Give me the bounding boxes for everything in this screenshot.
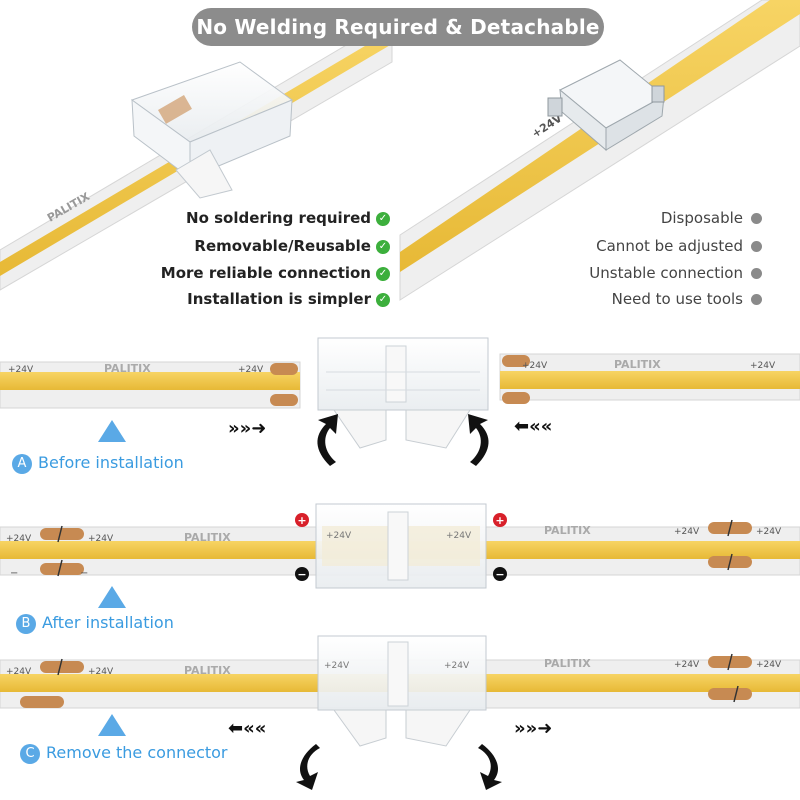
bullet-dot-icon	[751, 294, 762, 305]
strip-voltage-label: +24V	[674, 660, 700, 670]
step-a-label: A Before installation	[12, 452, 184, 474]
triangle-marker-icon	[98, 714, 126, 736]
positive-sign: +	[297, 514, 306, 527]
pull-arrow-left-icon: ⬅««	[228, 718, 266, 739]
bullet-dot-icon	[751, 241, 762, 252]
strip-voltage-label: +24V	[88, 534, 114, 544]
advantage-text: No soldering required	[186, 209, 371, 227]
positive-pole-icon	[295, 513, 309, 527]
clip-connector-tool-required	[547, 59, 665, 152]
strip-voltage-label: +24V	[444, 661, 470, 671]
strip-voltage-label: +24V	[756, 527, 782, 537]
row-c-illustration: +24V +24V +24V +24V PALITIX PALITIX +24V…	[0, 635, 800, 790]
clear-connector	[317, 337, 489, 449]
disadvantage-item: Unstable connection	[589, 261, 762, 285]
strip-brand-label: PALITIX	[184, 664, 231, 677]
clear-connector: +24V +24V	[315, 503, 487, 589]
strip-voltage-label: +24V	[6, 534, 32, 544]
step-text: After installation	[42, 613, 174, 632]
disadvantage-text: Need to use tools	[611, 290, 743, 308]
positive-pole-icon	[493, 513, 507, 527]
row-a-illustration: +24V +24V PALITIX +24V +24V PALITIX »»➜ …	[0, 337, 800, 466]
strip-voltage-label: +24V	[326, 531, 352, 541]
triangle-marker-icon	[98, 586, 126, 608]
strip-brand-label: PALITIX	[104, 362, 151, 375]
advantage-text: More reliable connection	[160, 264, 371, 282]
push-arrow-right-icon: »»➜	[228, 418, 266, 439]
pull-arrow-right-icon: »»➜	[514, 718, 552, 739]
disadvantage-item: Cannot be adjusted	[596, 234, 762, 258]
check-icon: ✓	[376, 292, 390, 307]
negative-sign: −	[495, 568, 504, 581]
strip-voltage-label: +24V	[756, 660, 782, 670]
disadvantage-text: Unstable connection	[589, 264, 743, 282]
strip-voltage-label: +24V	[6, 667, 32, 677]
step-b-label: B After installation	[16, 612, 174, 634]
clear-connector-solderless	[130, 61, 294, 199]
negative-pole-icon	[493, 567, 507, 581]
advantage-item: Removable/Reusable ✓	[194, 234, 390, 258]
negative-sign: −	[297, 568, 306, 581]
curved-arrow-up-icon	[317, 414, 338, 466]
strip-voltage-label: +24V	[88, 667, 114, 677]
step-text: Before installation	[38, 453, 184, 472]
check-icon: ✓	[376, 266, 390, 281]
advantage-item: Installation is simpler ✓	[187, 287, 390, 311]
banner-title: No Welding Required & Detachable	[192, 8, 604, 46]
strip-brand-label: PALITIX	[614, 358, 661, 371]
push-arrow-left-icon: ⬅««	[514, 416, 552, 437]
bullet-dot-icon	[751, 268, 762, 279]
curved-arrow-down-icon	[478, 744, 502, 790]
disadvantage-text: Cannot be adjusted	[596, 237, 743, 255]
check-icon: ✓	[376, 211, 390, 226]
strip-voltage-label: +24V	[674, 527, 700, 537]
step-c-label: C Remove the connector	[20, 742, 228, 764]
step-letter-badge: C	[20, 743, 40, 764]
strip-voltage-label: +24V	[324, 661, 350, 671]
strip-with-connector-top-left: PALITIX	[0, 17, 393, 291]
step-letter-badge: B	[16, 613, 36, 634]
negative-pole-icon	[295, 567, 309, 581]
strip-voltage-label: +24V	[750, 361, 776, 371]
clear-connector: +24V +24V	[317, 635, 487, 747]
strip-voltage-label: +24V	[446, 531, 472, 541]
strip-with-connector-top-right: +24V	[399, 0, 800, 301]
check-icon: ✓	[376, 239, 390, 254]
strip-voltage-label: +24V	[522, 361, 548, 371]
strip-minus-label: −	[80, 568, 88, 579]
strip-brand-label: PALITIX	[544, 657, 591, 670]
row-b-illustration: +24V +24V +24V +24V PALITIX PALITIX − − …	[0, 503, 800, 589]
strip-minus-label: −	[10, 568, 18, 579]
strip-voltage-label: +24V	[8, 365, 34, 375]
step-text: Remove the connector	[46, 743, 228, 762]
positive-sign: +	[495, 514, 504, 527]
advantage-item: More reliable connection ✓	[161, 261, 390, 285]
disadvantage-item: Disposable	[661, 206, 762, 230]
strip-voltage-label: +24V	[238, 365, 264, 375]
curved-arrow-up-icon	[468, 414, 489, 466]
advantage-item: No soldering required ✓	[186, 206, 390, 230]
triangle-marker-icon	[98, 420, 126, 442]
strip-brand-label: PALITIX	[184, 531, 231, 544]
step-letter-badge: A	[12, 453, 32, 474]
bullet-dot-icon	[751, 213, 762, 224]
disadvantage-text: Disposable	[660, 209, 743, 227]
disadvantage-item: Need to use tools	[612, 287, 762, 311]
curved-arrow-down-icon	[296, 744, 320, 790]
advantage-text: Removable/Reusable	[194, 237, 371, 255]
strip-brand-label: PALITIX	[544, 524, 591, 537]
advantage-text: Installation is simpler	[187, 290, 371, 308]
